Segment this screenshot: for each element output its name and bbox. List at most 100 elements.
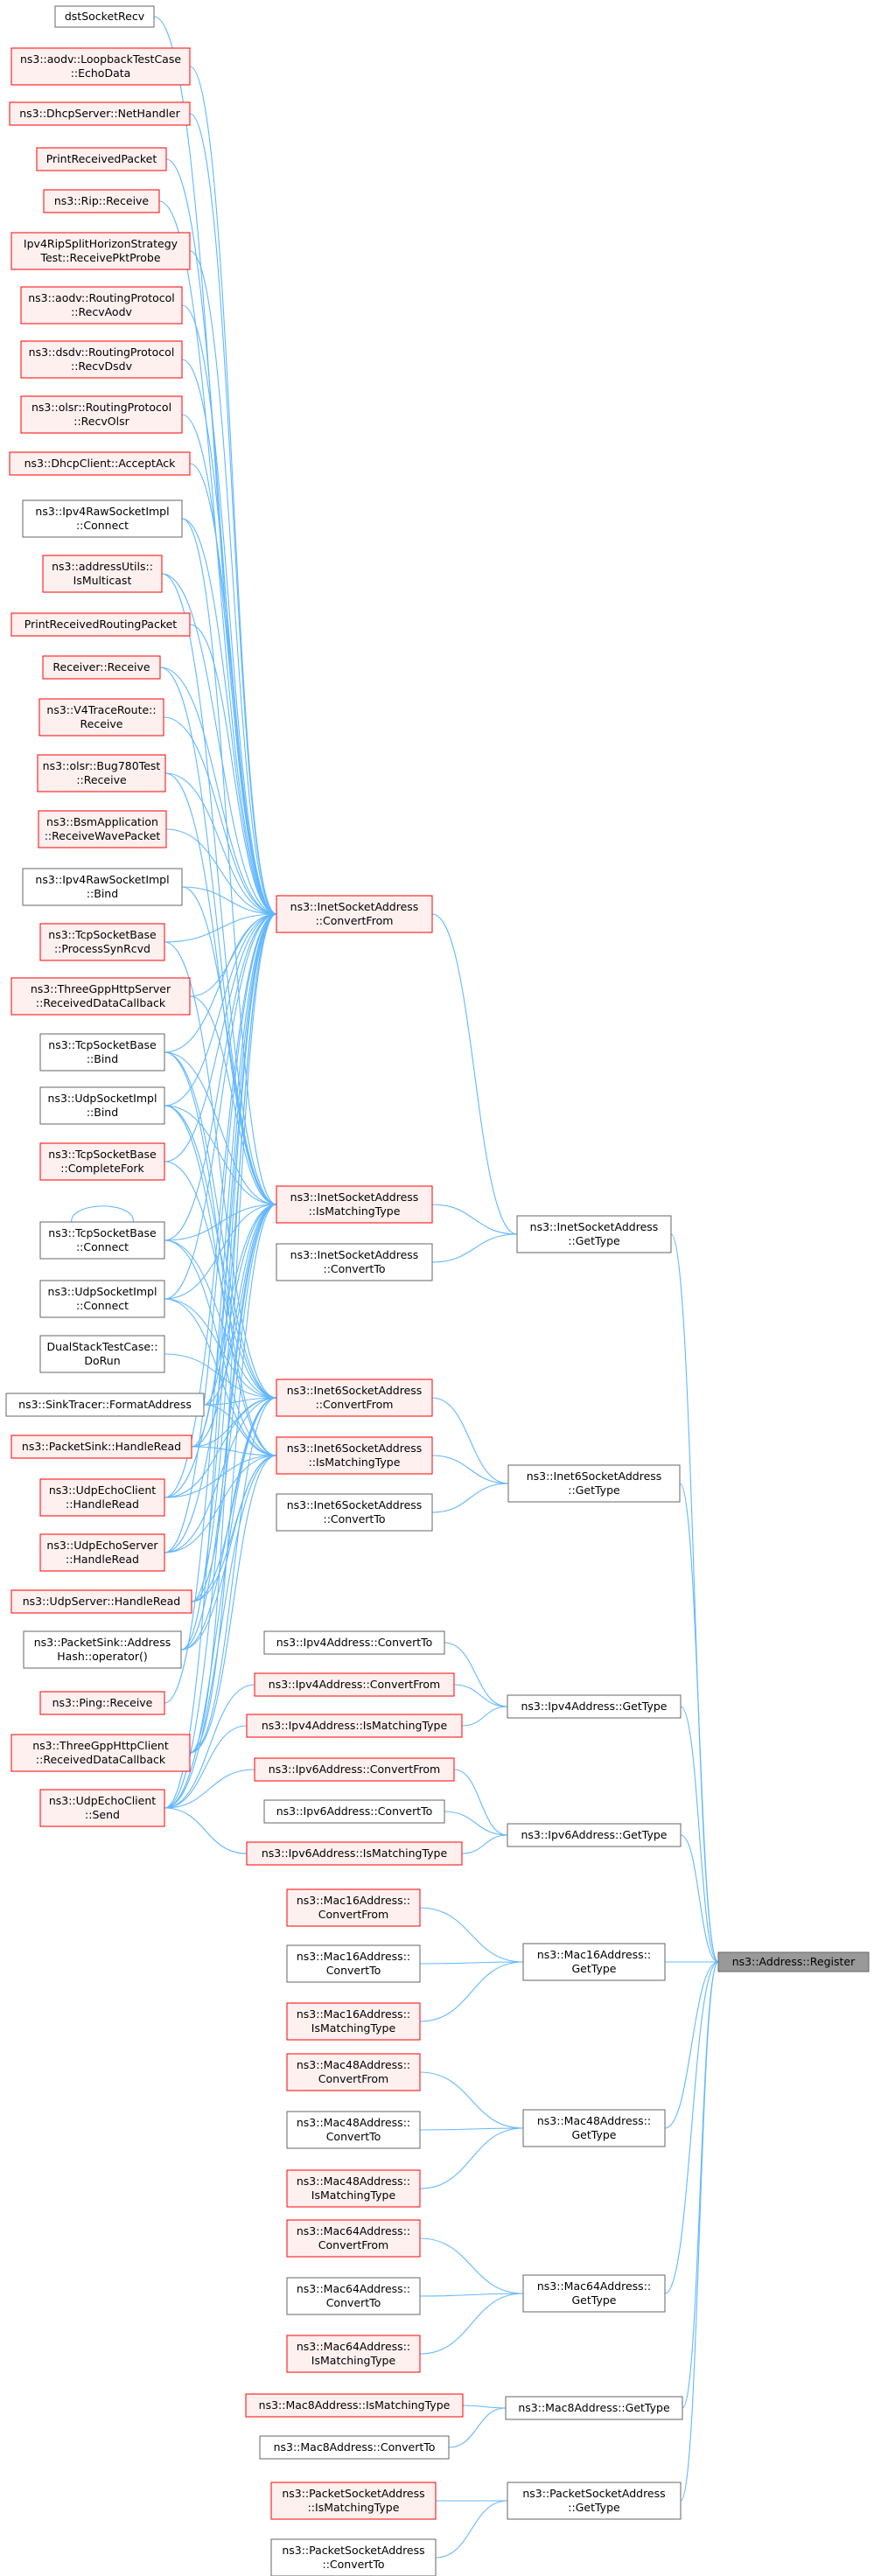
node-label: ns3::Address::Register bbox=[732, 1955, 856, 1968]
graph-node-inet6ConvertTo[interactable]: ns3::Inet6SocketAddress::ConvertTo bbox=[276, 1493, 433, 1532]
graph-node-ipv6GetType[interactable]: ns3::Ipv6Address::GetType bbox=[507, 1823, 682, 1847]
graph-node-mac48ConvertFrom[interactable]: ns3::Mac48Address::ConvertFrom bbox=[286, 2053, 421, 2091]
graph-node-udpSockConnect[interactable]: ns3::UdpSocketImpl::Connect bbox=[39, 1280, 165, 1318]
graph-node-tcpBind[interactable]: ns3::TcpSocketBase::Bind bbox=[39, 1033, 165, 1072]
graph-node-pktSockIsMatching[interactable]: ns3::PacketSocketAddress::IsMatchingType bbox=[270, 2482, 437, 2520]
graph-node-pktSockGetType[interactable]: ns3::PacketSocketAddress::GetType bbox=[507, 2482, 682, 2520]
graph-node-tcpConnect[interactable]: ns3::TcpSocketBase::Connect bbox=[39, 1221, 165, 1260]
graph-node-threeGppClient[interactable]: ns3::ThreeGppHttpClient::ReceivedDataCal… bbox=[10, 1734, 191, 1772]
node-label: ::Bind bbox=[87, 1052, 118, 1065]
node-box bbox=[43, 189, 160, 213]
node-label: Ipv4RipSplitHorizonStrategy bbox=[24, 237, 178, 250]
graph-node-mac8IsMatching[interactable]: ns3::Mac8Address::IsMatchingType bbox=[245, 2393, 464, 2418]
call-edge bbox=[181, 1204, 277, 1757]
node-label: ns3::Ipv6Address::GetType bbox=[521, 1828, 668, 1841]
call-edge bbox=[672, 1702, 719, 1963]
graph-node-mac16IsMatching[interactable]: ns3::Mac16Address::IsMatchingType bbox=[286, 2002, 421, 2041]
graph-node-olsrRecv[interactable]: ns3::olsr::RoutingProtocol::RecvOlsr bbox=[20, 395, 183, 434]
graph-node-mac8GetType[interactable]: ns3::Mac8Address::GetType bbox=[505, 2396, 683, 2420]
graph-node-bsmApp[interactable]: ns3::BsmApplication::ReceiveWavePacket bbox=[38, 810, 167, 848]
graph-node-ipv4ConvertTo[interactable]: ns3::Ipv4Address::ConvertTo bbox=[263, 1630, 445, 1655]
graph-node-mac16ConvertTo[interactable]: ns3::Mac16Address::ConvertTo bbox=[286, 1944, 421, 1983]
graph-node-ipv6ConvertTo[interactable]: ns3::Ipv6Address::ConvertTo bbox=[263, 1799, 445, 1824]
node-box bbox=[42, 655, 161, 680]
graph-node-mac64ConvertFrom[interactable]: ns3::Mac64Address::ConvertFrom bbox=[286, 2219, 421, 2258]
graph-node-ripReceive[interactable]: ns3::Rip::Receive bbox=[43, 189, 160, 213]
node-box bbox=[276, 895, 433, 933]
call-edge bbox=[671, 1479, 719, 1963]
graph-node-ipv6ConvertFrom[interactable]: ns3::Ipv6Address::ConvertFrom bbox=[254, 1757, 455, 1782]
node-label: ns3::dsdv::RoutingProtocol bbox=[29, 346, 175, 359]
graph-node-printReceivedPacket[interactable]: PrintReceivedPacket bbox=[36, 147, 167, 171]
graph-node-printReceivedRouting[interactable]: PrintReceivedRoutingPacket bbox=[10, 612, 191, 637]
node-label: ns3::PacketSocketAddress bbox=[282, 2487, 424, 2500]
graph-node-mac8ConvertTo[interactable]: ns3::Mac8Address::ConvertTo bbox=[259, 2435, 450, 2460]
graph-node-mac16GetType[interactable]: ns3::Mac16Address::GetType bbox=[522, 1943, 666, 1981]
node-label: DoRun bbox=[84, 1354, 120, 1367]
graph-node-dstSocketRecv[interactable]: dstSocketRecv bbox=[54, 5, 155, 28]
graph-node-pingReceive[interactable]: ns3::Ping::Receive bbox=[39, 1691, 165, 1715]
call-edge bbox=[423, 1451, 509, 1484]
call-edge bbox=[172, 1455, 277, 1654]
graph-node-udpEchoServerRead[interactable]: ns3::UdpEchoServer::HandleRead bbox=[39, 1533, 165, 1572]
graph-node-mac64GetType[interactable]: ns3::Mac64Address::GetType bbox=[522, 2274, 666, 2313]
call-edge bbox=[156, 1101, 277, 1205]
graph-node-ipv4RipSplit[interactable]: Ipv4RipSplitHorizonStrategyTest::Receive… bbox=[10, 232, 191, 270]
graph-node-ipv4RawConnect[interactable]: ns3::Ipv4RawSocketImpl::Connect bbox=[22, 499, 183, 538]
call-edge bbox=[153, 569, 277, 1205]
graph-node-dsdvRecv[interactable]: ns3::dsdv::RoutingProtocol::RecvDsdv bbox=[20, 340, 183, 379]
node-box bbox=[259, 2435, 450, 2460]
graph-node-v4TraceRoute[interactable]: ns3::V4TraceRoute::Receive bbox=[38, 698, 164, 736]
node-label: ::ConvertFrom bbox=[316, 914, 394, 927]
graph-node-dhcpServerNetHandler[interactable]: ns3::DhcpServer::NetHandler bbox=[9, 101, 191, 126]
graph-node-dhcpClientAccept[interactable]: ns3::DhcpClient::AcceptAck bbox=[9, 451, 191, 476]
graph-node-mac48GetType[interactable]: ns3::Mac48Address::GetType bbox=[522, 2109, 666, 2147]
graph-node-sinkTracer[interactable]: ns3::SinkTracer::FormatAddress bbox=[5, 1393, 205, 1417]
graph-node-ipv4ConvertFrom[interactable]: ns3::Ipv4Address::ConvertFrom bbox=[254, 1672, 455, 1697]
graph-node-aodvLoopback[interactable]: ns3::aodv::LoopbackTestCase::EchoData bbox=[10, 47, 191, 86]
graph-node-inetIsMatching[interactable]: ns3::InetSocketAddress::IsMatchingType bbox=[276, 1185, 433, 1224]
graph-node-udpSockBind[interactable]: ns3::UdpSocketImpl::Bind bbox=[39, 1086, 165, 1125]
node-label: ::ReceivedDataCallback bbox=[36, 1753, 166, 1766]
node-label: ::RecvAodv bbox=[71, 305, 132, 318]
graph-node-mac64ConvertTo[interactable]: ns3::Mac64Address::ConvertTo bbox=[286, 2277, 421, 2315]
graph-node-inetConvertFrom[interactable]: ns3::InetSocketAddress::ConvertFrom bbox=[276, 895, 433, 933]
graph-node-olsrBug780[interactable]: ns3::olsr::Bug780Test::Receive bbox=[37, 754, 166, 792]
graph-node-mac64IsMatching[interactable]: ns3::Mac64Address::IsMatchingType bbox=[286, 2335, 421, 2373]
graph-node-ipv4IsMatching[interactable]: ns3::Ipv4Address::IsMatchingType bbox=[246, 1714, 463, 1738]
graph-node-inet6GetType[interactable]: ns3::Inet6SocketAddress::GetType bbox=[507, 1464, 681, 1503]
node-label: ns3::UdpServer::HandleRead bbox=[23, 1595, 181, 1608]
graph-node-inetGetType[interactable]: ns3::InetSocketAddress::GetType bbox=[516, 1215, 672, 1253]
graph-node-inet6IsMatching[interactable]: ns3::Inet6SocketAddress::IsMatchingType bbox=[276, 1436, 433, 1475]
call-edge bbox=[156, 1769, 255, 1812]
graph-node-dualStack[interactable]: DualStackTestCase::DoRun bbox=[39, 1335, 165, 1373]
graph-node-aodvRecv[interactable]: ns3::aodv::RoutingProtocol::RecvAodv bbox=[20, 286, 183, 325]
graph-node-mac16ConvertFrom[interactable]: ns3::Mac16Address::ConvertFrom bbox=[286, 1888, 421, 1927]
graph-node-udpEchoClientSend[interactable]: ns3::UdpEchoClient::Send bbox=[39, 1789, 165, 1827]
graph-node-pktSockConvertTo[interactable]: ns3::PacketSocketAddress::ConvertTo bbox=[270, 2538, 437, 2576]
node-box bbox=[505, 2396, 683, 2420]
graph-node-inet6ConvertFrom[interactable]: ns3::Inet6SocketAddress::ConvertFrom bbox=[276, 1379, 433, 1417]
node-box bbox=[516, 1215, 672, 1253]
node-box bbox=[507, 1464, 681, 1503]
graph-node-udpEchoClientRead[interactable]: ns3::UdpEchoClient::HandleRead bbox=[39, 1478, 165, 1517]
graph-node-tcpCompleteFork[interactable]: ns3::TcpSocketBase::CompleteFork bbox=[39, 1142, 165, 1181]
node-label: ns3::UdpEchoClient bbox=[49, 1483, 156, 1497]
node-box bbox=[39, 1033, 165, 1072]
graph-node-tcpProcessSyn[interactable]: ns3::TcpSocketBase::ProcessSynRcvd bbox=[39, 923, 165, 961]
graph-node-mac48ConvertTo[interactable]: ns3::Mac48Address::ConvertTo bbox=[286, 2111, 421, 2149]
graph-node-packetSinkRead[interactable]: ns3::PacketSink::HandleRead bbox=[10, 1435, 192, 1459]
graph-node-ipv4GetType[interactable]: ns3::Ipv4Address::GetType bbox=[507, 1694, 682, 1719]
graph-node-ipv4RawBind[interactable]: ns3::Ipv4RawSocketImpl::Bind bbox=[22, 868, 183, 906]
graph-node-receiverReceive[interactable]: Receiver::Receive bbox=[42, 655, 161, 680]
node-label: ::ReceiveWavePacket bbox=[45, 829, 161, 842]
graph-node-inetConvertTo[interactable]: ns3::InetSocketAddress::ConvertTo bbox=[276, 1243, 433, 1281]
graph-node-threeGppServer[interactable]: ns3::ThreeGppHttpServer::ReceivedDataCal… bbox=[10, 977, 191, 1016]
graph-node-ipv6IsMatching[interactable]: ns3::Ipv6Address::IsMatchingType bbox=[246, 1841, 463, 1866]
graph-node-udpServerRead[interactable]: ns3::UdpServer::HandleRead bbox=[10, 1589, 192, 1614]
graph-node-addressUtils[interactable]: ns3::addressUtils::IsMulticast bbox=[42, 555, 163, 593]
call-edge bbox=[195, 1400, 277, 1456]
graph-node-mac48IsMatching[interactable]: ns3::Mac48Address::IsMatchingType bbox=[286, 2169, 421, 2208]
node-label: ns3::InetSocketAddress bbox=[290, 1248, 419, 1261]
